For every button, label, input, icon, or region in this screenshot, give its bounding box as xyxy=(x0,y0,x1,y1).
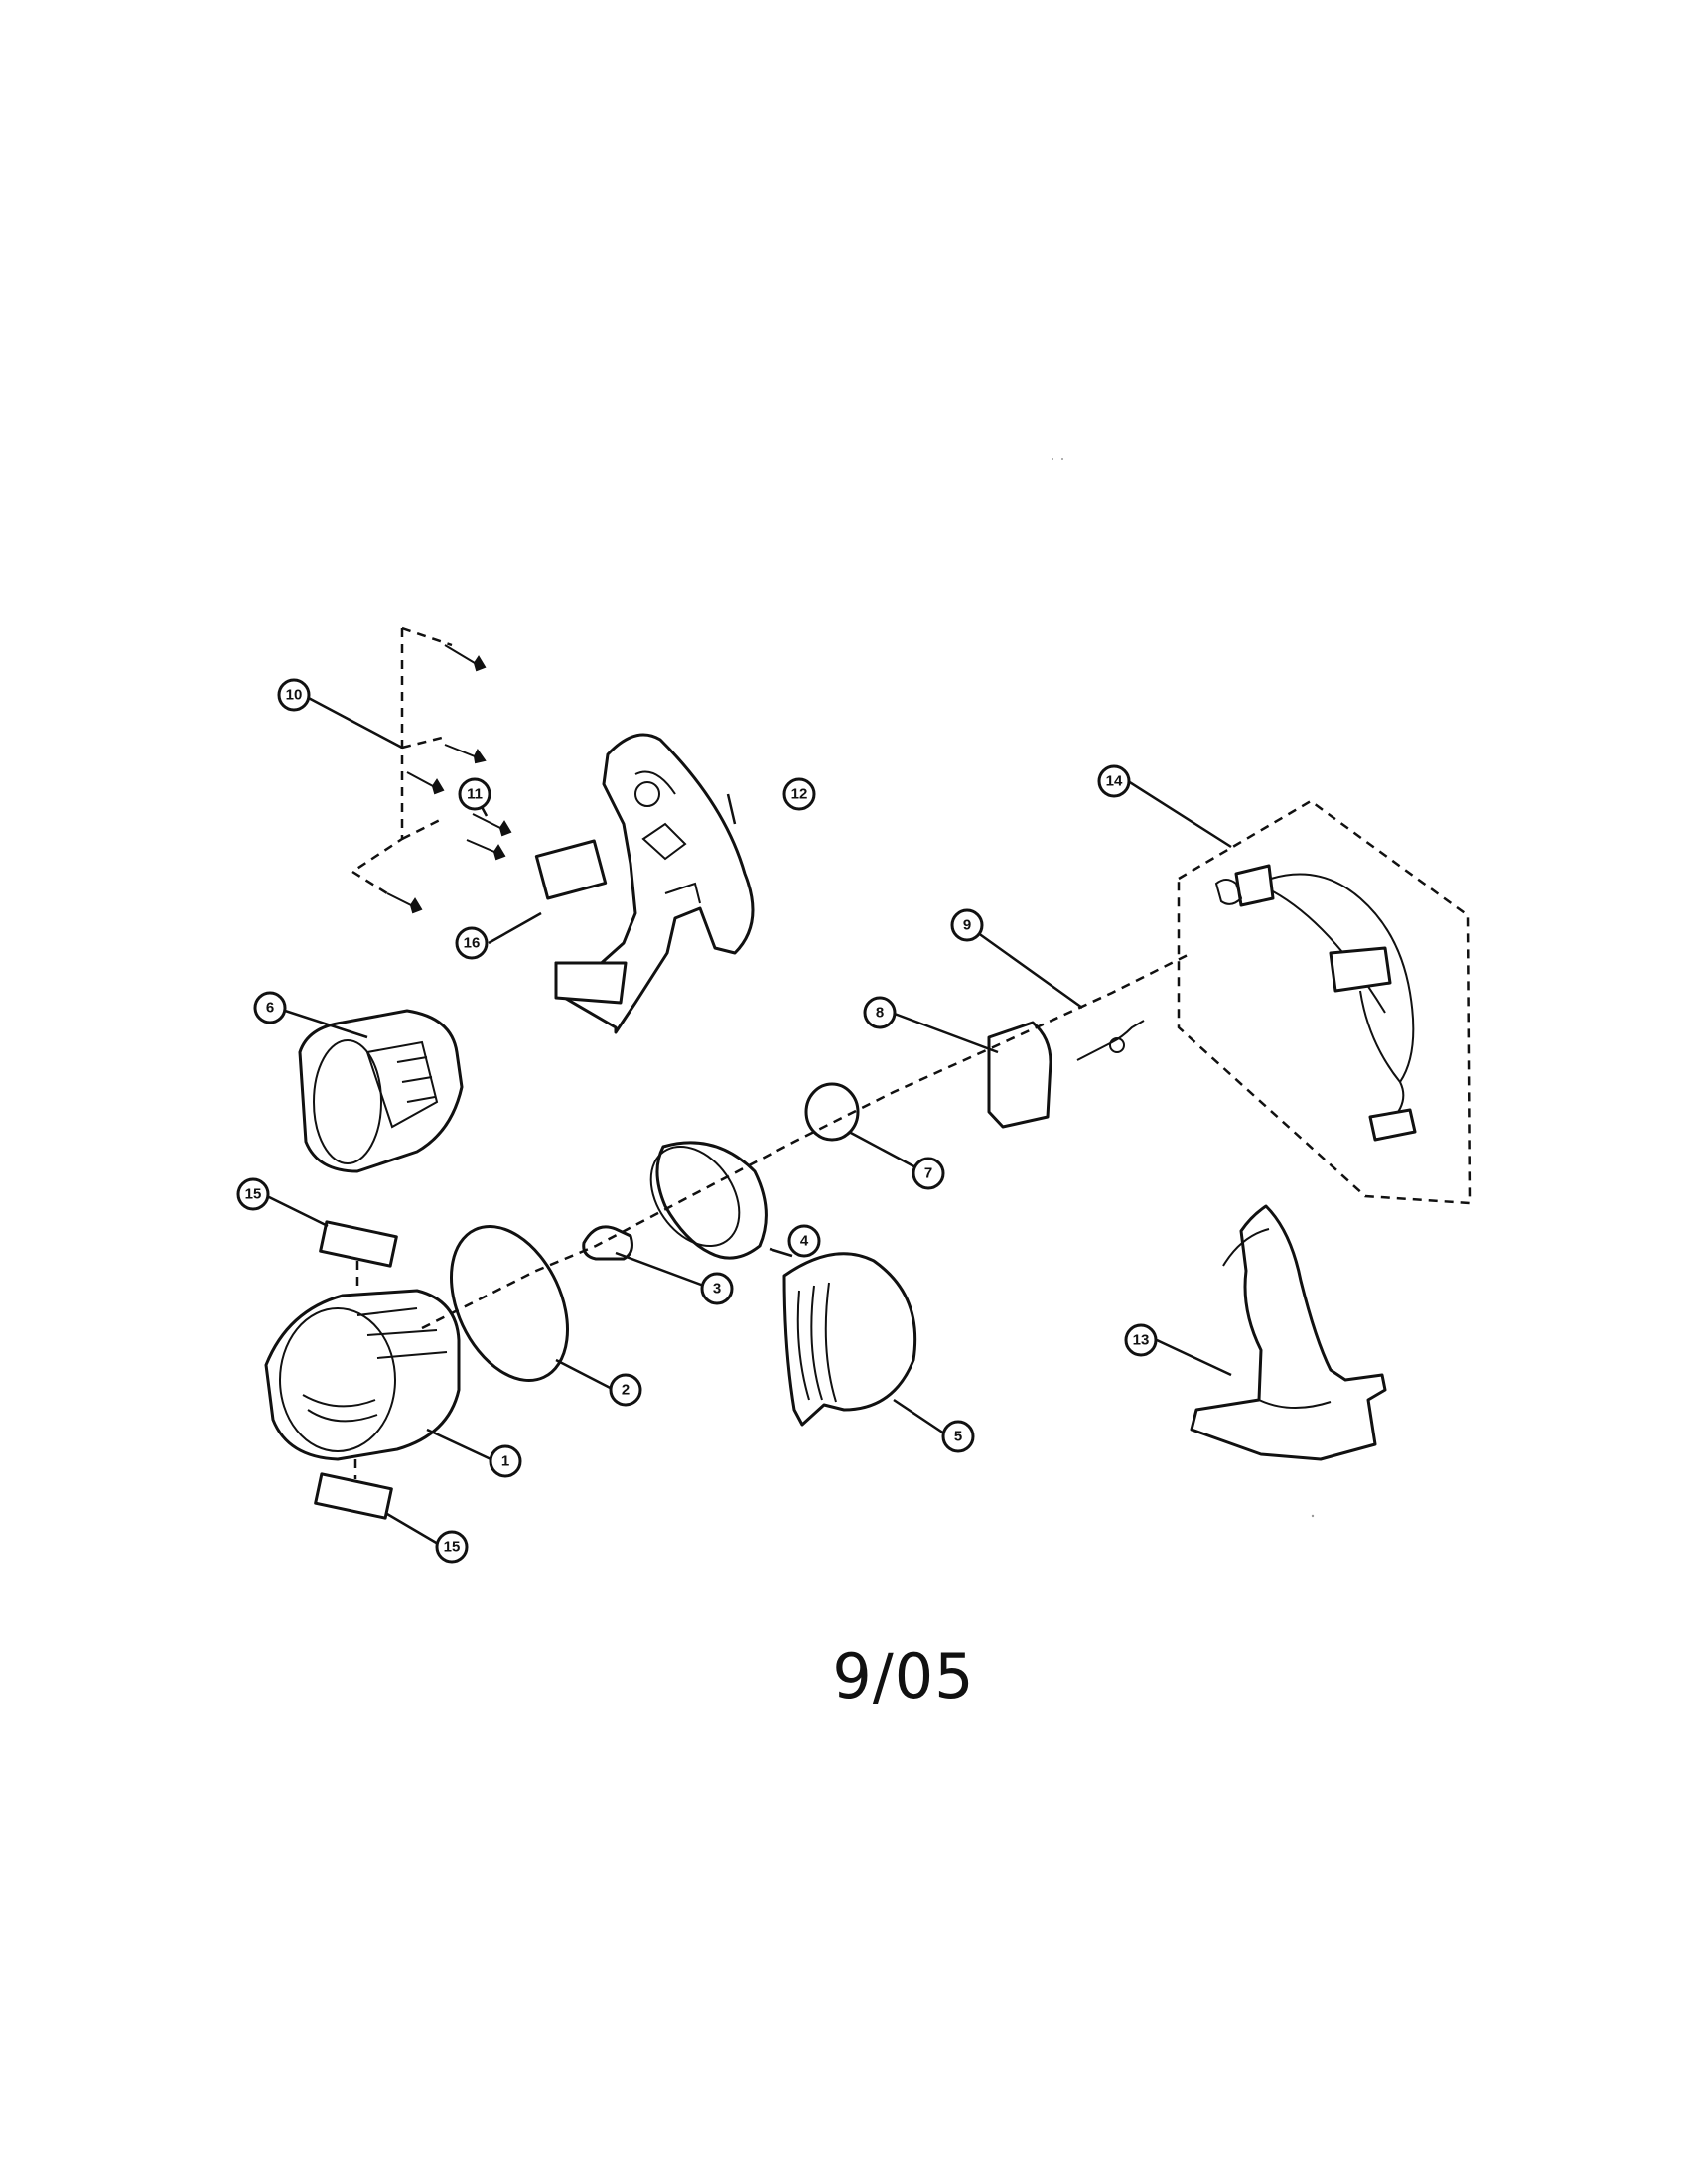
callout-15-lower: 15 xyxy=(435,1530,469,1564)
screw xyxy=(386,892,423,914)
callout-label: 13 xyxy=(1133,1332,1150,1349)
callout-6: 6 xyxy=(253,991,287,1024)
callout-15-upper: 15 xyxy=(236,1177,270,1211)
callout-11: 11 xyxy=(458,777,491,811)
callout-8: 8 xyxy=(863,996,897,1029)
callout-5: 5 xyxy=(941,1420,975,1453)
callout-label: 12 xyxy=(791,786,808,803)
callout-10: 10 xyxy=(277,678,311,712)
callout-label: 5 xyxy=(954,1429,962,1445)
callout-label: 9 xyxy=(963,917,971,934)
screw xyxy=(444,644,487,672)
screw-group xyxy=(351,626,512,914)
label-plate xyxy=(534,839,608,900)
head-cover xyxy=(782,1252,917,1427)
callout-7: 7 xyxy=(912,1157,945,1190)
callout-13: 13 xyxy=(1124,1323,1158,1357)
callout-9: 9 xyxy=(950,908,984,942)
spring xyxy=(1076,1020,1145,1061)
label-plate xyxy=(319,1220,398,1268)
callout-label: 10 xyxy=(286,687,303,704)
callout-label: 6 xyxy=(266,1000,274,1017)
housing-half xyxy=(554,733,755,1034)
screw xyxy=(444,744,487,764)
screw xyxy=(406,771,445,795)
bezel-ring xyxy=(264,1289,461,1461)
callout-label: 7 xyxy=(924,1165,932,1182)
bulb xyxy=(582,1225,633,1261)
callout-label: 8 xyxy=(876,1005,884,1022)
callout-label: 11 xyxy=(467,786,483,803)
screw xyxy=(466,839,506,861)
callout-16-upper: 16 xyxy=(455,926,489,960)
date-code: 9/05 xyxy=(832,1640,975,1712)
callout-label: 3 xyxy=(713,1281,721,1297)
assembly-axis xyxy=(421,951,1193,1330)
callout-12: 12 xyxy=(782,777,816,811)
callout-3: 3 xyxy=(700,1272,734,1305)
assembly-boundary xyxy=(1177,799,1472,1205)
callout-label: 2 xyxy=(622,1382,630,1399)
callout-1: 1 xyxy=(489,1444,522,1478)
label-plate xyxy=(314,1472,393,1520)
callout-label: 15 xyxy=(444,1539,461,1556)
callout-2: 2 xyxy=(609,1373,642,1407)
callout-14: 14 xyxy=(1097,764,1131,798)
o-ring xyxy=(804,1082,860,1142)
callout-label: 1 xyxy=(501,1453,509,1470)
callout-label: 14 xyxy=(1106,773,1123,790)
lens xyxy=(450,1225,569,1382)
wiring-switch-assembly xyxy=(1214,864,1417,1142)
callout-label: 4 xyxy=(800,1233,809,1250)
switch-housing xyxy=(298,1009,464,1173)
reflector xyxy=(649,1141,768,1260)
callout-label: 15 xyxy=(245,1186,262,1203)
switch-button xyxy=(987,1021,1052,1129)
handle-base xyxy=(1190,1204,1387,1461)
screw xyxy=(472,813,512,837)
callout-label: 16 xyxy=(464,935,481,952)
callout-4: 4 xyxy=(787,1224,821,1258)
